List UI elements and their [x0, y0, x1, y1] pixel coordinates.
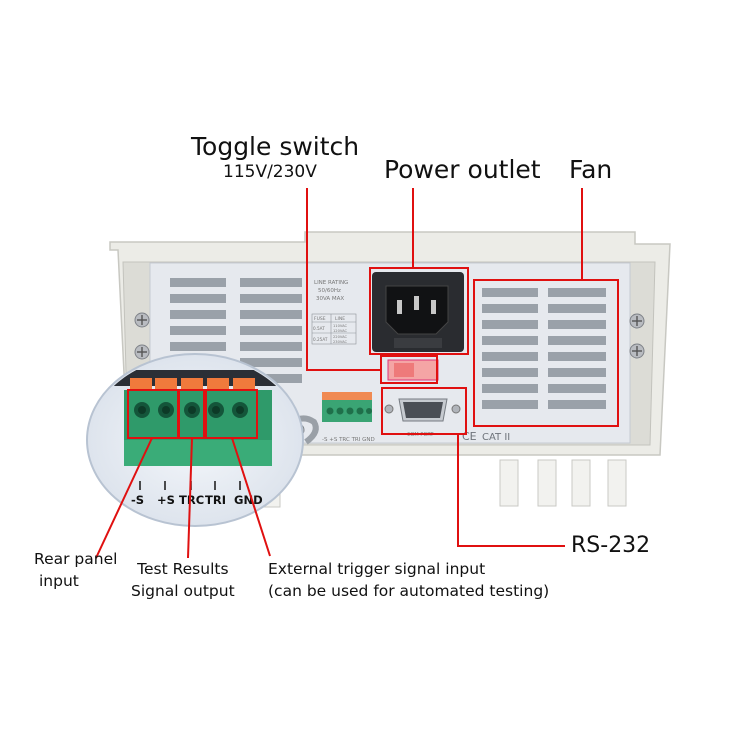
- svg-text:LINE RATING: LINE RATING: [314, 280, 348, 286]
- svg-text:0.5AT: 0.5AT: [313, 326, 325, 331]
- rear-panel-input-label: Rear panel input: [34, 550, 118, 590]
- svg-text:30VA MAX: 30VA MAX: [316, 296, 344, 302]
- svg-text:220VAC: 220VAC: [333, 335, 347, 339]
- svg-text:0.25AT: 0.25AT: [313, 337, 328, 342]
- rating-label: LINE RATING 50/60Hz 30VA MAX FUSE LINE 0…: [311, 280, 357, 345]
- leader-lines: [95, 188, 583, 559]
- svg-text:110VAC: 110VAC: [333, 324, 347, 328]
- terminal-zoom-inset: -S +S TRC TRI GND: [86, 353, 304, 527]
- ce-mark: CE: [462, 430, 477, 443]
- svg-text:230VAC: 230VAC: [333, 340, 347, 344]
- voltage-label: 115V/230V: [223, 162, 317, 182]
- toggle-switch-label: Toggle switch: [191, 132, 360, 161]
- rs232-label: RS-232: [571, 533, 651, 558]
- terminal-label-neg-s: -S: [131, 493, 144, 507]
- voltage-toggle-switch[interactable]: [387, 359, 439, 381]
- svg-text:-S +S TRC TRI GND: -S +S TRC TRI GND: [322, 437, 375, 443]
- svg-text:FUSE: FUSE: [314, 316, 326, 322]
- svg-text:120VAC: 120VAC: [333, 329, 347, 333]
- cat-rating: CAT II: [482, 432, 510, 443]
- fan-label: Fan: [569, 155, 613, 184]
- highlight-boxes: [127, 267, 619, 439]
- terminal-label-gnd: GND: [234, 493, 263, 507]
- fan-vent-slots: [482, 288, 606, 409]
- power-outlet-label: Power outlet: [384, 155, 541, 184]
- test-results-label: Test Results Signal output: [131, 560, 235, 600]
- terminal-label-tri: TRI: [205, 493, 226, 507]
- svg-text:50/60Hz: 50/60Hz: [318, 288, 341, 294]
- small-terminal-block: -S +S TRC TRI GND: [322, 392, 375, 443]
- device-feet: [251, 459, 627, 508]
- power-outlet: [372, 272, 464, 352]
- external-trigger-label: External trigger signal input (can be us…: [268, 560, 550, 600]
- terminal-label-trc: TRC: [179, 493, 204, 507]
- terminal-label-pos-s: +S: [157, 493, 175, 507]
- svg-text:LINE: LINE: [335, 316, 345, 322]
